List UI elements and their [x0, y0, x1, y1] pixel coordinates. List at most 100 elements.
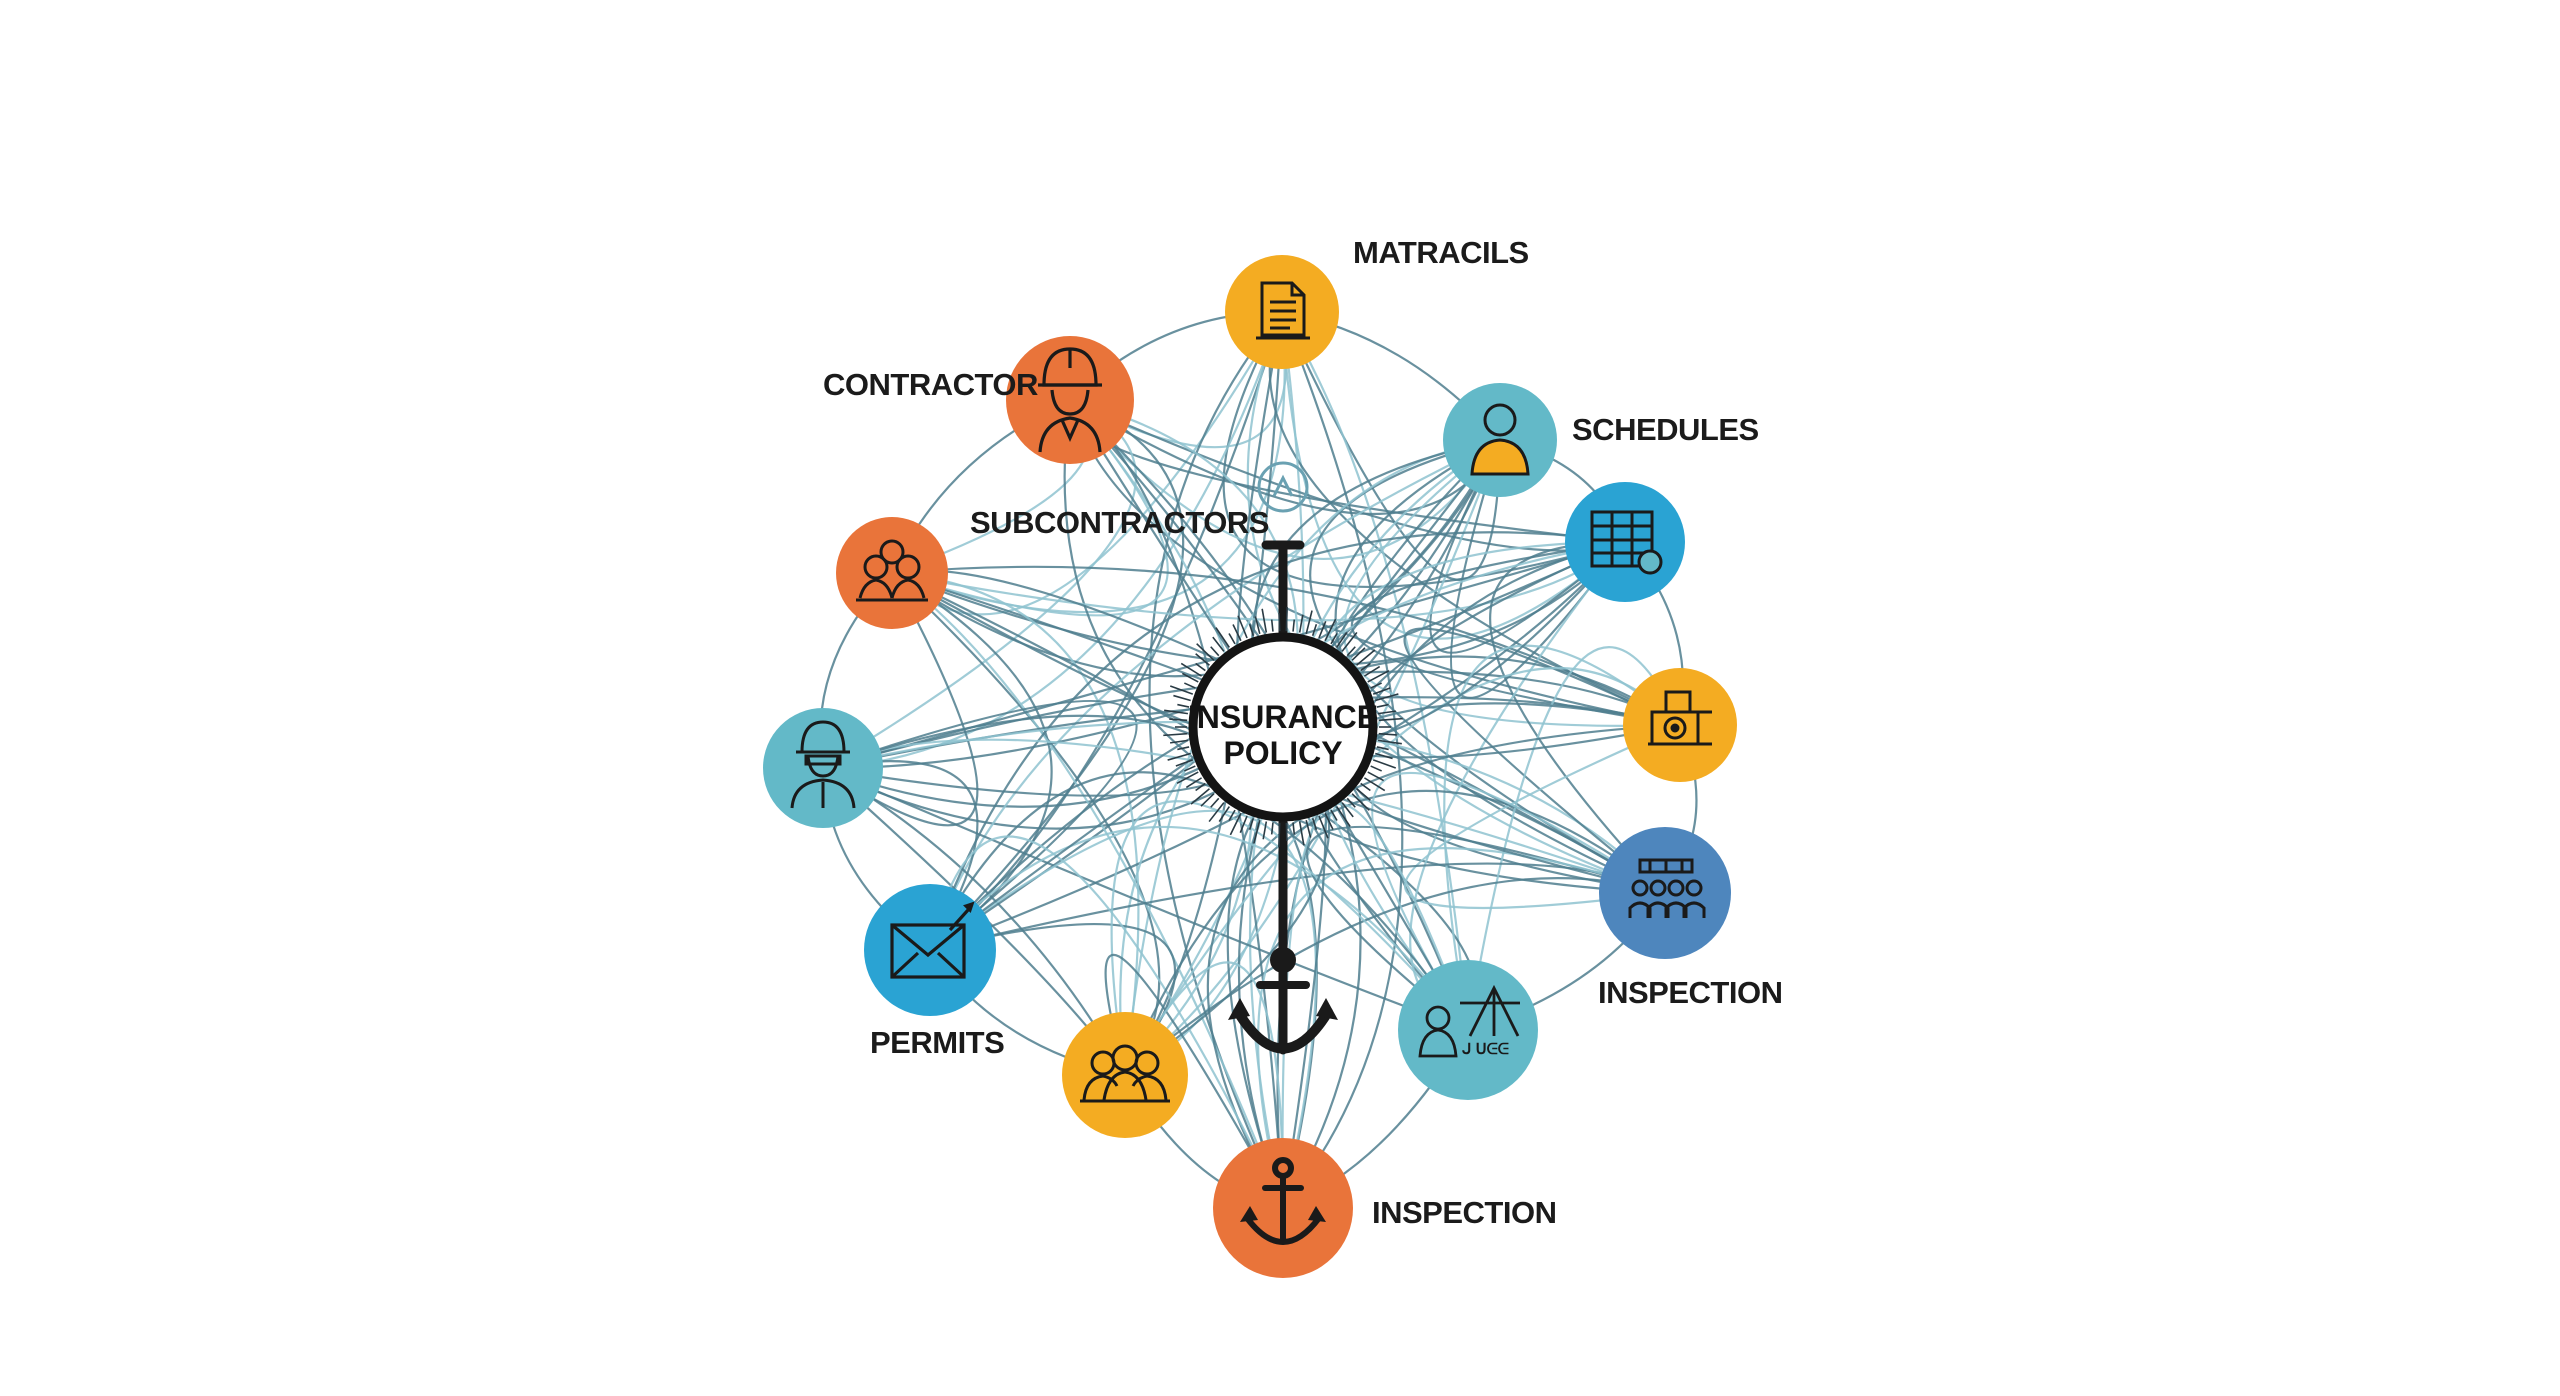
connection-line: [1068, 399, 1681, 727]
node-calendar[interactable]: [1565, 482, 1685, 602]
center-ray: [1278, 822, 1281, 847]
team-icon: [1628, 858, 1706, 918]
center-ray: [1229, 812, 1242, 836]
center-ray: [1376, 703, 1389, 708]
node-label-inspection-bottom: INSPECTION: [1372, 1195, 1556, 1230]
center-ray: [1195, 782, 1206, 792]
center-ray: [1356, 788, 1371, 801]
calendar-icon: [1590, 510, 1663, 575]
connection-line: [822, 541, 1626, 770]
center-ray: [1346, 797, 1356, 808]
connection-line: [1280, 311, 1626, 640]
center-label-line2: POLICY: [1223, 735, 1342, 771]
node-crowd[interactable]: [1062, 1012, 1188, 1138]
center-ray: [1210, 797, 1220, 808]
center-ray: [1363, 777, 1386, 792]
connection-line: [1206, 723, 1681, 1209]
node-permits[interactable]: PERMITS: [864, 884, 1005, 1060]
center-ray: [1270, 619, 1274, 632]
center-ray: [1169, 718, 1188, 722]
connection-line: [1104, 953, 1284, 1209]
connection-line: [822, 766, 1469, 1032]
center-ray: [1163, 732, 1188, 737]
center-ray: [1370, 765, 1382, 772]
node-contractor[interactable]: CONTRACTOR: [823, 336, 1134, 464]
center-ray: [1180, 662, 1203, 677]
document-icon: [1256, 281, 1310, 340]
center-ray: [1367, 669, 1390, 683]
center-ray: [1377, 710, 1397, 715]
center-ray: [1324, 618, 1337, 642]
center-ray: [1324, 812, 1334, 830]
top-link-mark: [1257, 461, 1309, 513]
center-label-line1: INSURANCE: [1188, 699, 1378, 735]
center-ray: [1311, 818, 1318, 830]
connection-line: [929, 398, 1185, 951]
center-ray: [1208, 802, 1225, 823]
center-ray: [1169, 739, 1189, 744]
anchor-stem: [1228, 540, 1338, 1055]
connection-line: [929, 825, 1469, 1031]
center-ray: [1261, 608, 1268, 633]
center-ray: [1195, 662, 1206, 672]
person-icon: [1470, 403, 1530, 476]
node-inspection-bottom[interactable]: INSPECTION: [1213, 1138, 1557, 1278]
center-ray: [1318, 621, 1327, 639]
center-ray: [1173, 694, 1191, 702]
center-ray: [1228, 633, 1236, 645]
node-materials[interactable]: MATRACILS: [1225, 235, 1529, 369]
center-ray: [1305, 610, 1313, 635]
node-equipment[interactable]: [1623, 668, 1737, 782]
center-ray: [1210, 646, 1220, 657]
connection-line: [928, 835, 1284, 1209]
connection-line: [1063, 399, 1666, 895]
center-ray: [1375, 693, 1399, 702]
center-ray: [1239, 815, 1248, 833]
worker-icon: [790, 720, 856, 809]
center-ray: [1292, 822, 1296, 835]
center-ray: [1248, 818, 1255, 830]
center-ray: [1184, 765, 1196, 772]
center-ray: [1184, 682, 1196, 689]
center-ray: [1167, 752, 1191, 761]
center-node[interactable]: INSURANCE POLICY: [1188, 632, 1378, 822]
center-ray: [1336, 806, 1351, 827]
node-worker[interactable]: [763, 708, 883, 828]
center-ray: [1367, 771, 1385, 782]
center-ray: [1298, 614, 1304, 633]
node-crane[interactable]: ᒍ ᑌᕮᕮ: [1398, 960, 1538, 1100]
center-ray: [1305, 819, 1312, 838]
connection-line: [1268, 311, 1681, 727]
node-inspection-right[interactable]: INSPECTION: [1598, 827, 1783, 1010]
center-ray: [1164, 709, 1189, 715]
connection-line: [928, 531, 1626, 951]
node-label-inspection-right: INSPECTION: [1598, 975, 1782, 1010]
center-ray: [1378, 732, 1397, 736]
node-label-subcontractors: SUBCONTRACTORS: [970, 505, 1269, 540]
center-ray: [1318, 815, 1329, 839]
center-ray: [1248, 624, 1255, 636]
node-subcontractors[interactable]: SUBCONTRACTORS: [836, 505, 1270, 629]
center-ray: [1176, 771, 1199, 785]
connection-line: [1342, 439, 1681, 727]
connection-line: [1466, 646, 1681, 1031]
center-ray: [1169, 685, 1194, 695]
connection-line: [1489, 540, 1666, 894]
connection-line: [1124, 439, 1502, 1076]
connection-line: [1069, 399, 1285, 1209]
center-ray: [1372, 759, 1397, 769]
connection-line: [929, 809, 1318, 1209]
center-ray: [1330, 633, 1338, 645]
center-ray: [1196, 643, 1215, 661]
connection-line: [1371, 771, 1666, 1031]
center-ray: [1200, 793, 1215, 807]
node-schedules[interactable]: SCHEDULES: [1443, 383, 1759, 497]
crowd-icon: [1080, 1044, 1170, 1103]
center-ray: [1237, 615, 1248, 639]
center-ray: [1346, 646, 1356, 657]
center-ray: [1254, 616, 1261, 635]
node-label-schedules: SCHEDULES: [1572, 412, 1759, 447]
connection-line: [1404, 723, 1681, 910]
center-ray: [1232, 624, 1242, 642]
